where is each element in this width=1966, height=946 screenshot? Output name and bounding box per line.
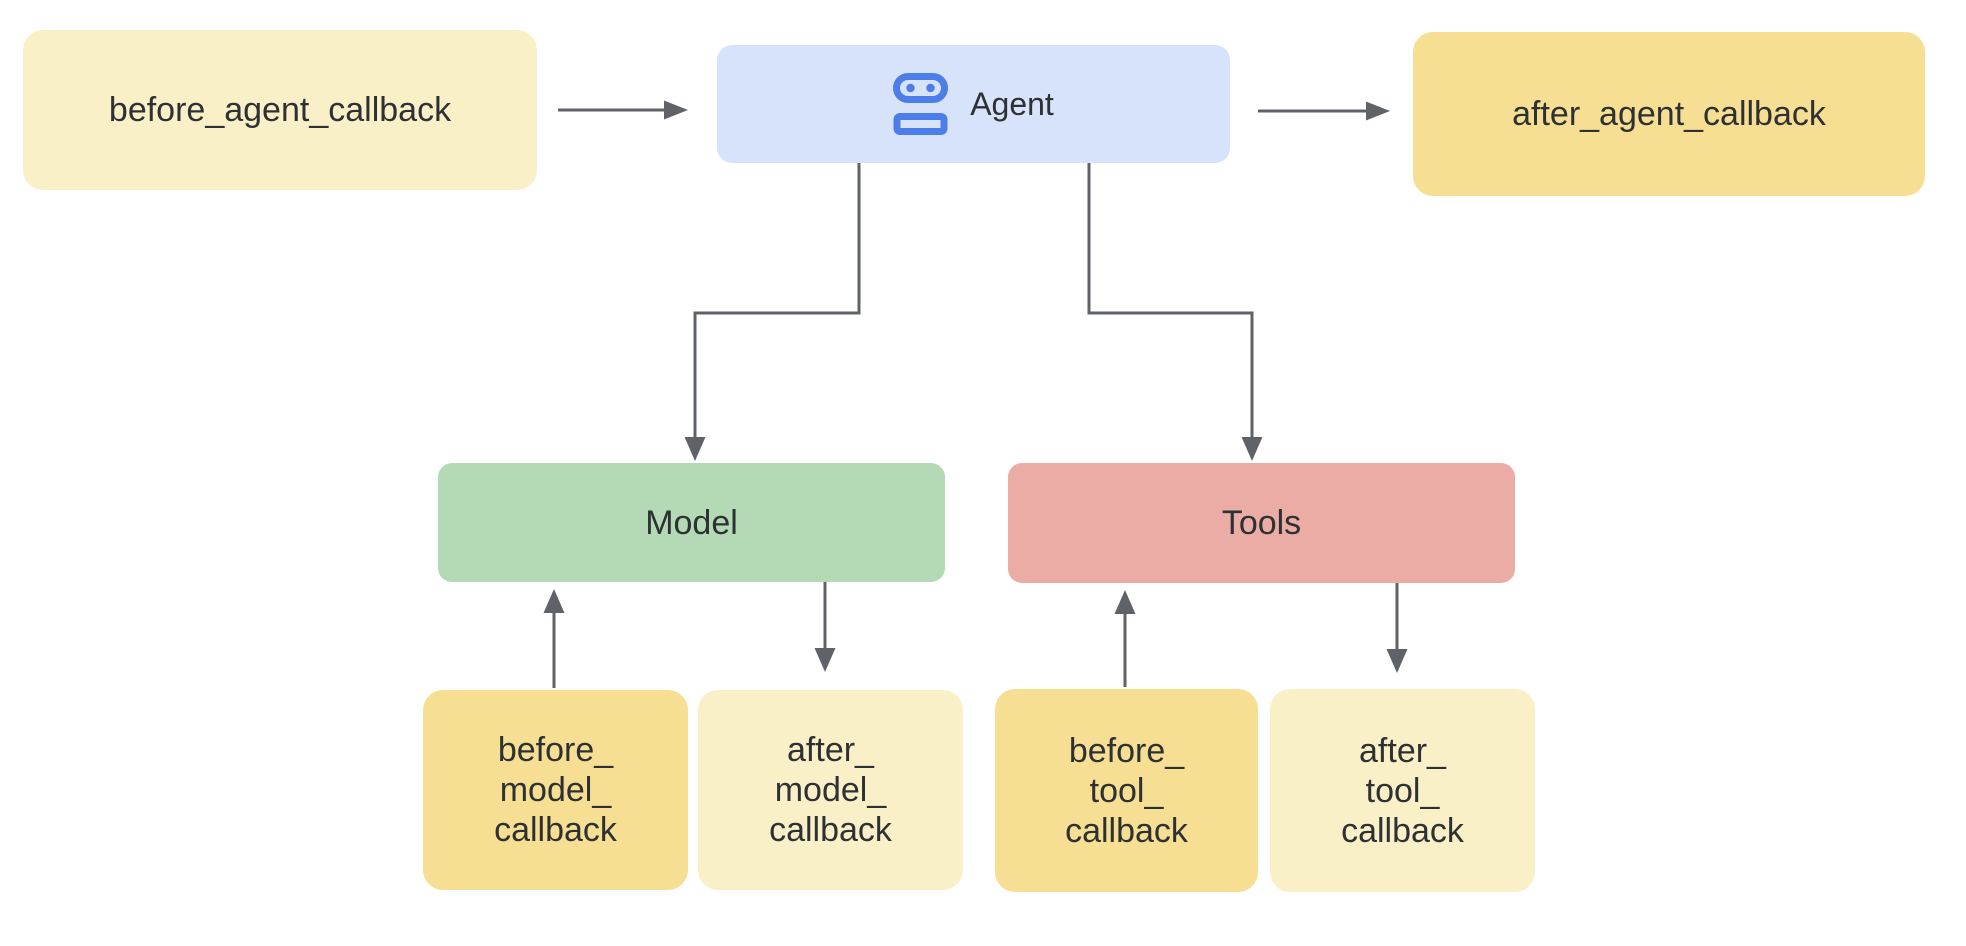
node-label: after_agent_callback xyxy=(1512,95,1826,133)
node-label: Model xyxy=(645,503,738,542)
node-tools: Tools xyxy=(1008,463,1515,583)
arrow-before-agent-to-agent xyxy=(558,100,688,120)
arrow-tools-to-after-tool xyxy=(1386,583,1408,673)
node-label: before_ tool_ callback xyxy=(1065,731,1188,850)
node-agent: Agent xyxy=(717,45,1230,163)
node-label: before_agent_callback xyxy=(108,91,452,129)
node-after-tool-callback: after_ tool_ callback xyxy=(1270,689,1535,892)
node-label: after_ model_ callback xyxy=(769,731,892,849)
node-label: after_ tool_ callback xyxy=(1341,731,1464,850)
node-after-agent-callback: after_agent_callback xyxy=(1413,32,1925,196)
arrow-model-to-after-model xyxy=(814,582,836,672)
node-after-model-callback: after_ model_ callback xyxy=(698,690,963,890)
arrow-agent-to-after-agent xyxy=(1258,101,1390,121)
node-model: Model xyxy=(438,463,945,582)
arrow-before-model-to-model xyxy=(543,589,565,688)
arrow-agent-to-model xyxy=(684,163,861,461)
arrow-before-tool-to-tools xyxy=(1114,590,1136,687)
node-label: Agent xyxy=(970,86,1054,122)
node-before-model-callback: before_ model_ callback xyxy=(423,690,688,890)
node-label: before_ model_ callback xyxy=(494,731,617,849)
robot-icon xyxy=(893,73,949,135)
node-label: Tools xyxy=(1221,504,1302,542)
node-before-tool-callback: before_ tool_ callback xyxy=(995,689,1258,892)
node-before-agent-callback: before_agent_callback xyxy=(23,30,537,190)
arrow-agent-to-tools xyxy=(1087,163,1263,461)
